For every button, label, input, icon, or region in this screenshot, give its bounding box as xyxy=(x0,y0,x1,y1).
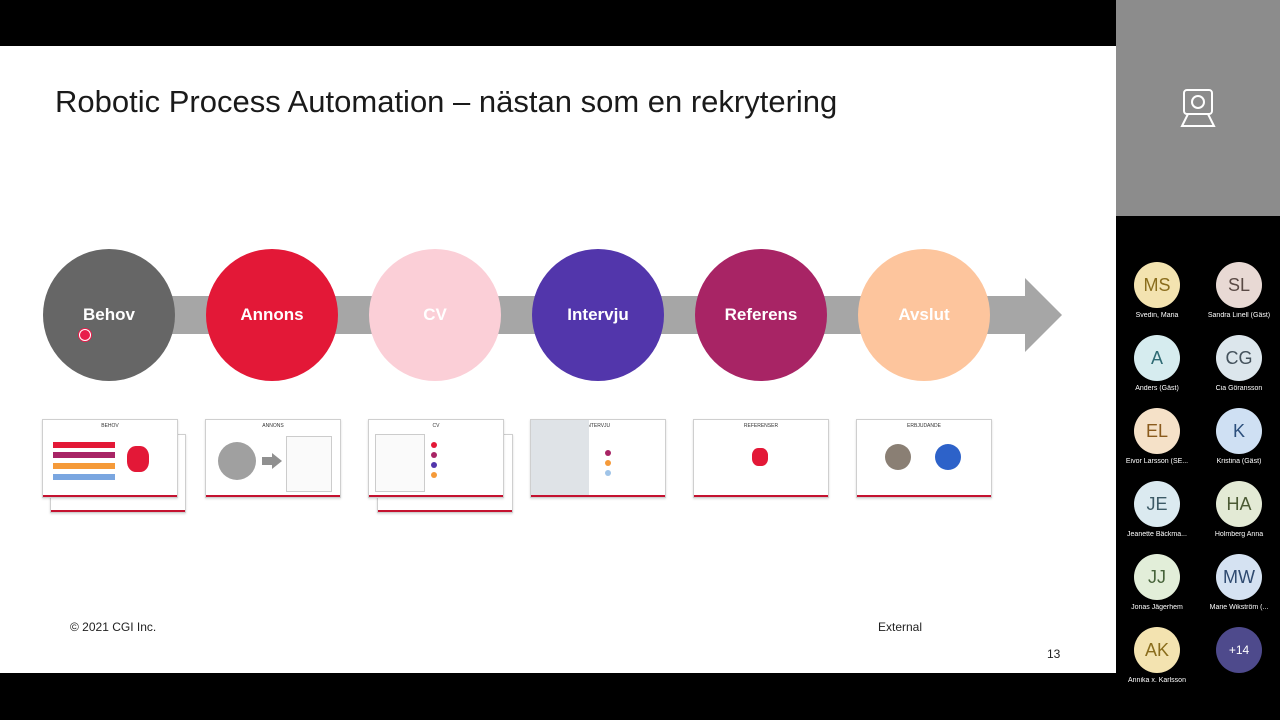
avatar: MW xyxy=(1216,554,1262,600)
participant-name: Kristina (Gäst) xyxy=(1216,458,1262,465)
step-label: Intervju xyxy=(567,305,629,324)
participant-tile[interactable]: JE Jeanette Bäckma... xyxy=(1116,481,1198,538)
presentation-slide: Robotic Process Automation – nästan som … xyxy=(0,46,1116,673)
thumbnail-title: INTERVJU xyxy=(585,423,611,429)
participant-name: Jeanette Bäckma... xyxy=(1127,531,1187,538)
avatar: HA xyxy=(1216,481,1262,527)
participant-name: Holmberg Anna xyxy=(1214,531,1264,538)
avatar: AK xyxy=(1134,627,1180,673)
thumbnail-intervju: INTERVJU xyxy=(530,419,666,498)
participant-tile[interactable]: AK Annika x. Karlsson xyxy=(1116,627,1198,684)
self-video-tile[interactable] xyxy=(1116,0,1280,216)
avatar: JE xyxy=(1134,481,1180,527)
thumbnail-title: REFERENSER xyxy=(743,423,779,429)
step-cv: CV xyxy=(369,249,501,381)
pointer-dot xyxy=(79,329,91,341)
step-behov: Behov xyxy=(43,249,175,381)
participant-tile[interactable]: K Kristina (Gäst) xyxy=(1198,408,1280,465)
participant-tile[interactable]: CG Cia Göransson xyxy=(1198,335,1280,392)
network-photo xyxy=(935,444,961,470)
thumbnail-referenser: REFERENSER xyxy=(693,419,829,498)
participant-name: Marie Wikström (... xyxy=(1209,604,1269,611)
thumbnail-behov: BEHOV xyxy=(42,419,178,498)
participant-name: Annika x. Karlsson xyxy=(1128,677,1186,684)
avatar: JJ xyxy=(1134,554,1180,600)
robot-arm-icon xyxy=(218,442,256,480)
robot-icon xyxy=(752,448,768,466)
avatar: A xyxy=(1134,335,1180,381)
participant-name: Sandra Linell (Gäst) xyxy=(1207,312,1271,319)
avatar: EL xyxy=(1134,408,1180,454)
avatar: K xyxy=(1216,408,1262,454)
step-label: Avslut xyxy=(898,305,950,324)
thumbnail-title: CV xyxy=(432,423,440,429)
thumbnail-title: ERBJUDANDE xyxy=(907,423,941,429)
camera-off-icon xyxy=(1180,89,1216,127)
slide-classification: External xyxy=(878,620,923,634)
step-avslut: Avslut xyxy=(858,249,990,381)
step-referens: Referens xyxy=(695,249,827,381)
participant-name: Eivor Larsson (SE... xyxy=(1125,458,1189,465)
participant-tile[interactable]: SL Sandra Linell (Gäst) xyxy=(1198,262,1280,319)
step-label: Behov xyxy=(83,305,135,324)
participant-tile[interactable]: EL Eivor Larsson (SE... xyxy=(1116,408,1198,465)
slide-copyright: © 2021 CGI Inc. xyxy=(70,620,157,634)
thumbnail-title: BEHOV xyxy=(101,423,119,429)
participant-tile[interactable]: A Anders (Gäst) xyxy=(1116,335,1198,392)
thumbnail-annons: ANNONS xyxy=(205,419,341,498)
participant-name: Cia Göransson xyxy=(1215,385,1263,392)
step-intervju: Intervju xyxy=(532,249,664,381)
participant-tile[interactable]: MS Svedin, Maria xyxy=(1116,262,1198,319)
participant-tile[interactable]: JJ Jonas Jägerhem xyxy=(1116,554,1198,611)
more-participants-button[interactable]: +14 xyxy=(1198,627,1280,673)
step-label: Referens xyxy=(724,305,798,324)
participant-name: Svedin, Maria xyxy=(1135,312,1179,319)
step-label: Annons xyxy=(240,305,304,324)
participant-tile[interactable]: HA Holmberg Anna xyxy=(1198,481,1280,538)
participant-name: Anders (Gäst) xyxy=(1135,385,1179,392)
participant-name: Jonas Jägerhem xyxy=(1131,604,1183,611)
thumbnail-erbjudande: ERBJUDANDE xyxy=(856,419,992,498)
slide-title: Robotic Process Automation – nästan som … xyxy=(55,84,838,119)
participant-gallery: MS Svedin, Maria SL Sandra Linell (Gäst)… xyxy=(1116,216,1280,720)
slide-page-number: 13 xyxy=(1047,647,1061,661)
interview-photo xyxy=(531,420,589,497)
thumbnail-cv: CV xyxy=(368,419,504,498)
robot-icon xyxy=(127,446,149,472)
participant-tile[interactable]: MW Marie Wikström (... xyxy=(1198,554,1280,611)
avatar: MS xyxy=(1134,262,1180,308)
step-annons: Annons xyxy=(206,249,338,381)
more-participants-count: +14 xyxy=(1216,627,1262,673)
avatar: SL xyxy=(1216,262,1262,308)
arrow-right-icon xyxy=(262,453,282,469)
office-photo xyxy=(885,444,911,470)
avatar: CG xyxy=(1216,335,1262,381)
thumbnail-title: ANNONS xyxy=(262,423,284,429)
step-label: CV xyxy=(423,305,447,324)
